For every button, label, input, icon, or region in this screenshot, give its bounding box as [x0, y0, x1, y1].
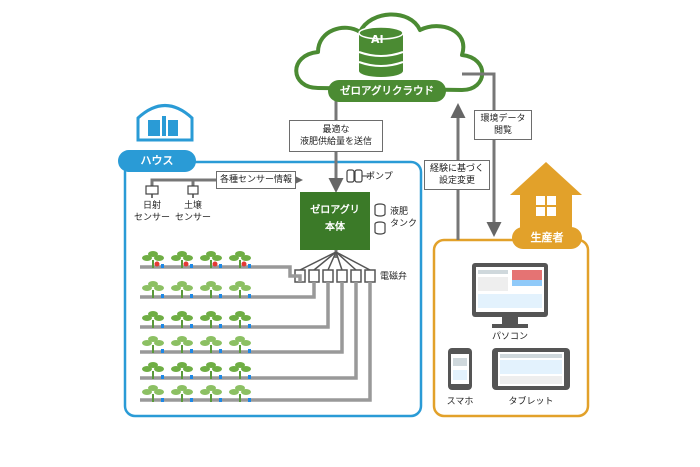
plant-icon [229, 362, 251, 379]
main-unit-label: ゼロアグリ 本体 [300, 202, 370, 236]
plant-icon [229, 281, 251, 298]
plant-icon [171, 281, 193, 298]
env-data-line2: 閲覧 [493, 126, 512, 136]
plant-icon [229, 385, 251, 402]
plant-icon [200, 281, 222, 298]
sensor-info-label: 各種センサー情報 [219, 175, 292, 185]
plant-icon [142, 362, 164, 379]
main-unit-line1: ゼロアグリ [310, 205, 360, 216]
soil-sensor-line1: 土壌 [183, 201, 202, 211]
phone-label: スマホ [446, 397, 474, 407]
plant-icon [200, 311, 222, 328]
experience-line2: 設定変更 [438, 176, 475, 186]
soil-sensor-icon [187, 185, 199, 198]
main-unit-box [300, 192, 370, 250]
producer-label: 生産者 [530, 231, 564, 244]
main-unit-line2: 本体 [325, 222, 345, 233]
plant-icon [200, 251, 222, 268]
ai-database-icon [358, 26, 404, 77]
plant-icon [200, 336, 222, 353]
plant-rows [142, 251, 251, 402]
plant-icon [229, 251, 251, 268]
producer-label-pill: 生産者 [512, 227, 582, 249]
sensor-info-box: 各種センサー情報 [216, 171, 296, 189]
plant-icon [229, 311, 251, 328]
solar-sensor-line2: センサー [133, 213, 170, 223]
plant-icon [200, 385, 222, 402]
tank-line1: 液肥 [390, 207, 409, 217]
house-label-pill: ハウス [118, 150, 196, 172]
plant-icon [171, 385, 193, 402]
tank-icon [374, 203, 386, 235]
valve-manifold [299, 251, 371, 271]
solar-sensor-line1: 日射 [142, 201, 161, 211]
greenhouse-icon [136, 104, 194, 142]
plant-icon [171, 336, 193, 353]
solar-sensor-icon [145, 185, 159, 198]
experience-box: 経験に基づく 設定変更 [424, 160, 490, 190]
tank-label: 液肥 タンク [390, 206, 417, 230]
plant-icon [142, 251, 164, 268]
env-data-line1: 環境データ [480, 114, 526, 124]
plant-icon [142, 336, 164, 353]
plant-icon [171, 311, 193, 328]
plant-icon [171, 251, 193, 268]
tank-line2: タンク [390, 219, 418, 229]
tablet-icon [492, 348, 570, 390]
soil-sensor-line2: センサー [174, 213, 211, 223]
optimal-supply-line1: 最適な [322, 125, 350, 135]
plant-icon [171, 362, 193, 379]
pump-icon [346, 169, 363, 183]
house-label: ハウス [140, 154, 174, 167]
ai-badge: AI [371, 33, 384, 46]
valve-label: 電磁弁 [380, 272, 408, 282]
phone-icon [448, 348, 472, 390]
pc-label: パソコン [491, 332, 528, 342]
plant-icon [142, 385, 164, 402]
soil-sensor-label: 土壌 センサー [169, 200, 217, 224]
cloud-label-pill: ゼロアグリクラウド [328, 80, 446, 102]
solar-sensor-label: 日射 センサー [128, 200, 176, 224]
optimal-supply-line2: 液肥供給量を送信 [299, 137, 372, 147]
pc-icon [472, 263, 548, 328]
tablet-label: タブレット [508, 397, 554, 407]
plant-icon [142, 311, 164, 328]
cloud-label: ゼロアグリクラウド [340, 85, 434, 97]
env-data-box: 環境データ 閲覧 [474, 110, 532, 140]
plant-icon [142, 281, 164, 298]
plant-icon [229, 336, 251, 353]
plant-icon [200, 362, 222, 379]
pump-label: ポンプ [366, 172, 393, 182]
producer-house-icon [510, 162, 582, 230]
experience-line1: 経験に基づく [429, 164, 484, 174]
optimal-supply-box: 最適な 液肥供給量を送信 [289, 120, 383, 152]
